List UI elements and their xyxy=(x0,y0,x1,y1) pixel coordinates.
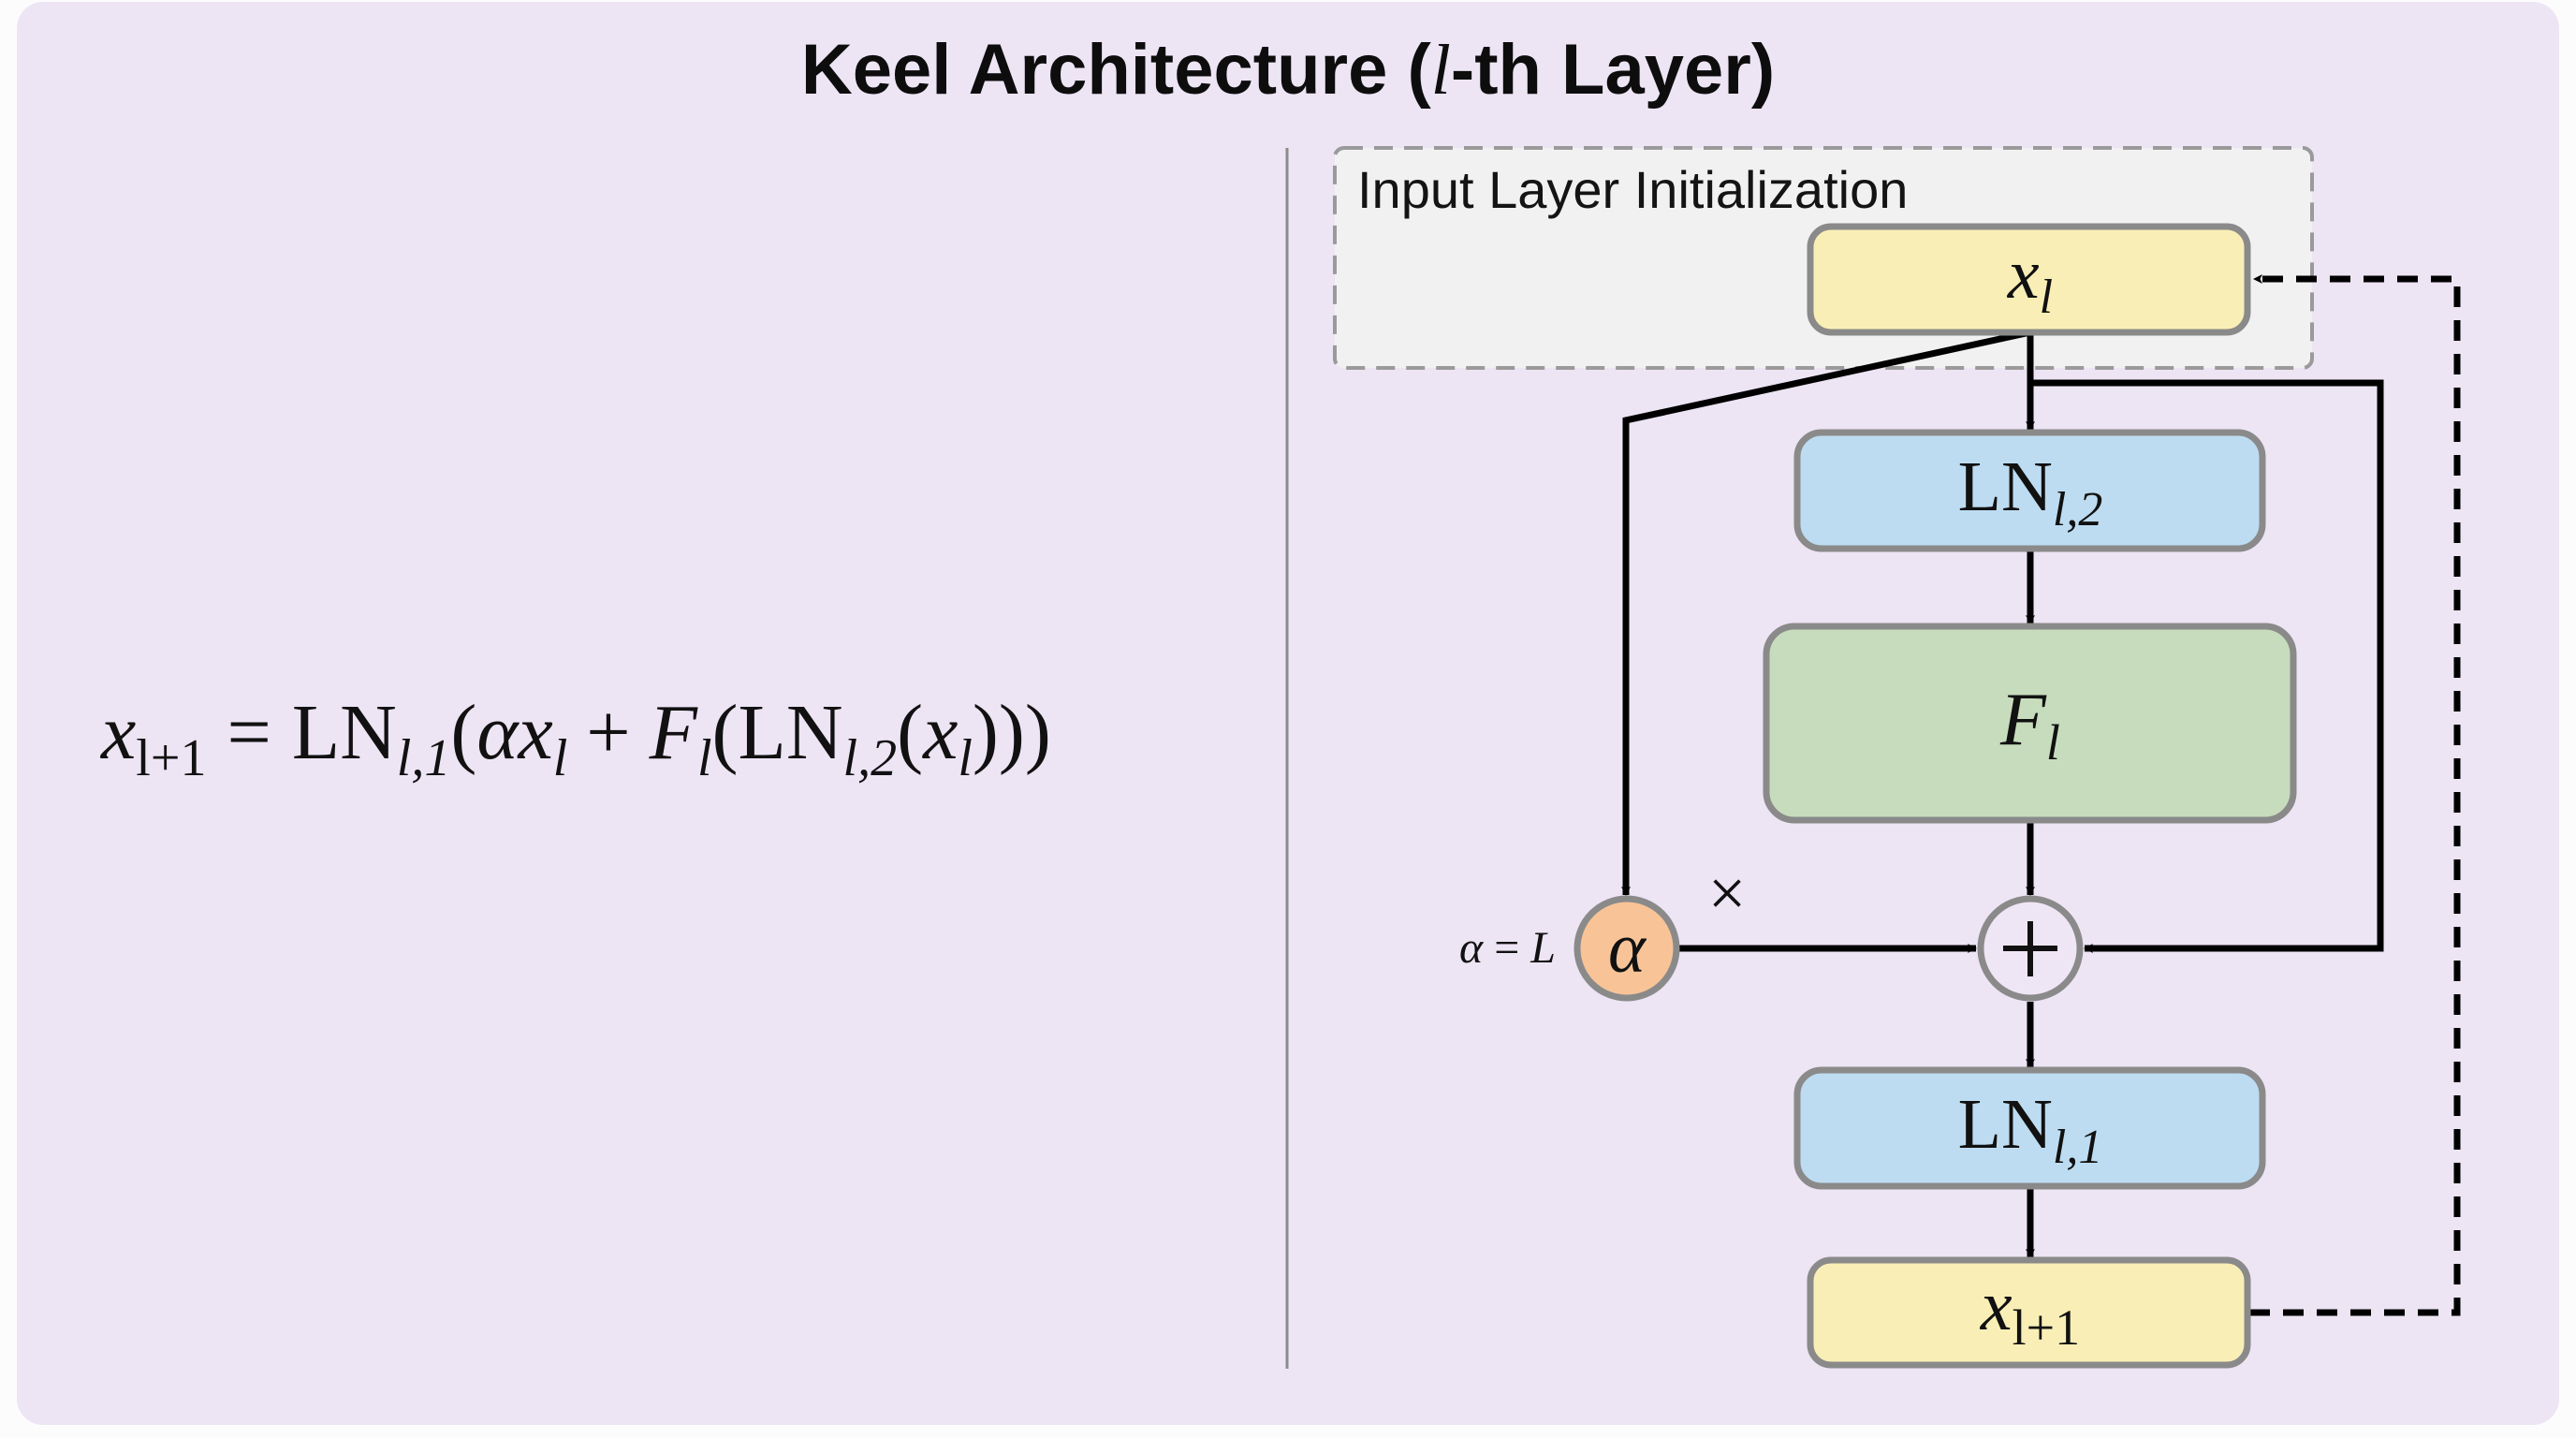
eq-ln2-sub: l,2 xyxy=(843,729,898,787)
alpha-annotation-eq: = xyxy=(1494,923,1519,973)
edge-feedback-dashed xyxy=(2249,274,2461,1316)
node-ln-l2: LNl,2 xyxy=(1793,429,2266,552)
title-layer-var: l xyxy=(1431,31,1451,110)
node-x-l-main: x xyxy=(2007,235,2040,314)
node-f-l: Fl xyxy=(1763,623,2297,824)
eq-ln2: LN xyxy=(739,689,843,776)
input-initialization-label: Input Layer Initialization xyxy=(1357,160,1908,219)
title-suffix: -th Layer) xyxy=(1451,30,1775,110)
eq-close: ))) xyxy=(973,689,1051,776)
node-f-l-sub: l xyxy=(2046,714,2060,770)
eq-plus: + xyxy=(586,689,630,776)
node-f-l-main: F xyxy=(1999,679,2047,761)
svg-text:Fl: Fl xyxy=(1999,679,2060,770)
node-x-l-plus-1-sub: l+1 xyxy=(2012,1299,2080,1356)
eq-open3: ( xyxy=(897,689,923,776)
svg-text:xl+1: xl+1 xyxy=(1980,1267,2080,1356)
node-alpha-symbol: α xyxy=(1608,909,1647,988)
svg-text:xl: xl xyxy=(2007,235,2053,324)
edge-xl-skip-to-add xyxy=(2030,379,2384,953)
eq-ln1: LN xyxy=(292,689,397,776)
eq-lhs-var: x xyxy=(99,689,136,776)
eq-x2: x xyxy=(921,689,958,776)
node-ln-l1-main: LN xyxy=(1958,1085,2053,1164)
eq-open1: ( xyxy=(450,689,476,776)
node-x-l-sub: l xyxy=(2040,271,2053,324)
alpha-annotation-rhs: L xyxy=(1530,923,1556,973)
node-x-l-plus-1: xl+1 xyxy=(1807,1256,2251,1369)
eq-open2: ( xyxy=(712,689,739,776)
node-x-l: xl xyxy=(1807,223,2251,336)
eq-x: x xyxy=(516,689,552,776)
figure-title: Keel Architecture (l-th Layer) xyxy=(801,30,1775,110)
eq-alpha: α xyxy=(476,689,520,776)
node-alpha: α xyxy=(1573,895,1680,1002)
node-add xyxy=(1977,895,2084,1002)
node-x-l-plus-1-main: x xyxy=(1980,1267,2012,1345)
alpha-annotation: α=L xyxy=(1459,923,1556,973)
node-ln-l1: LNl,1 xyxy=(1793,1066,2266,1190)
eq-f: F xyxy=(649,689,699,776)
node-ln-l2-sub: l,2 xyxy=(2053,483,2102,536)
eq-f-sub: l xyxy=(697,729,712,787)
alpha-annotation-lhs: α xyxy=(1459,923,1484,973)
multiply-icon: × xyxy=(1708,856,1747,931)
edge-xl-to-alpha xyxy=(1621,329,2031,896)
eq-lhs-sub: l+1 xyxy=(136,729,206,787)
svg-text:LNl,2: LNl,2 xyxy=(1958,448,2103,536)
eq-x-sub: l xyxy=(553,729,568,787)
svg-text:LNl,1: LNl,1 xyxy=(1958,1085,2103,1174)
eq-x2-sub: l xyxy=(958,729,973,787)
eq-equals: = xyxy=(227,689,271,776)
node-ln-l1-sub: l,1 xyxy=(2053,1121,2102,1174)
node-ln-l2-main: LN xyxy=(1958,448,2053,526)
title-prefix: Keel Architecture ( xyxy=(801,30,1432,110)
eq-ln1-sub: l,1 xyxy=(397,729,451,787)
layer-equation: xl+1=LNl,1(αxl+Fl(LNl,2(xl))) xyxy=(99,689,1051,787)
